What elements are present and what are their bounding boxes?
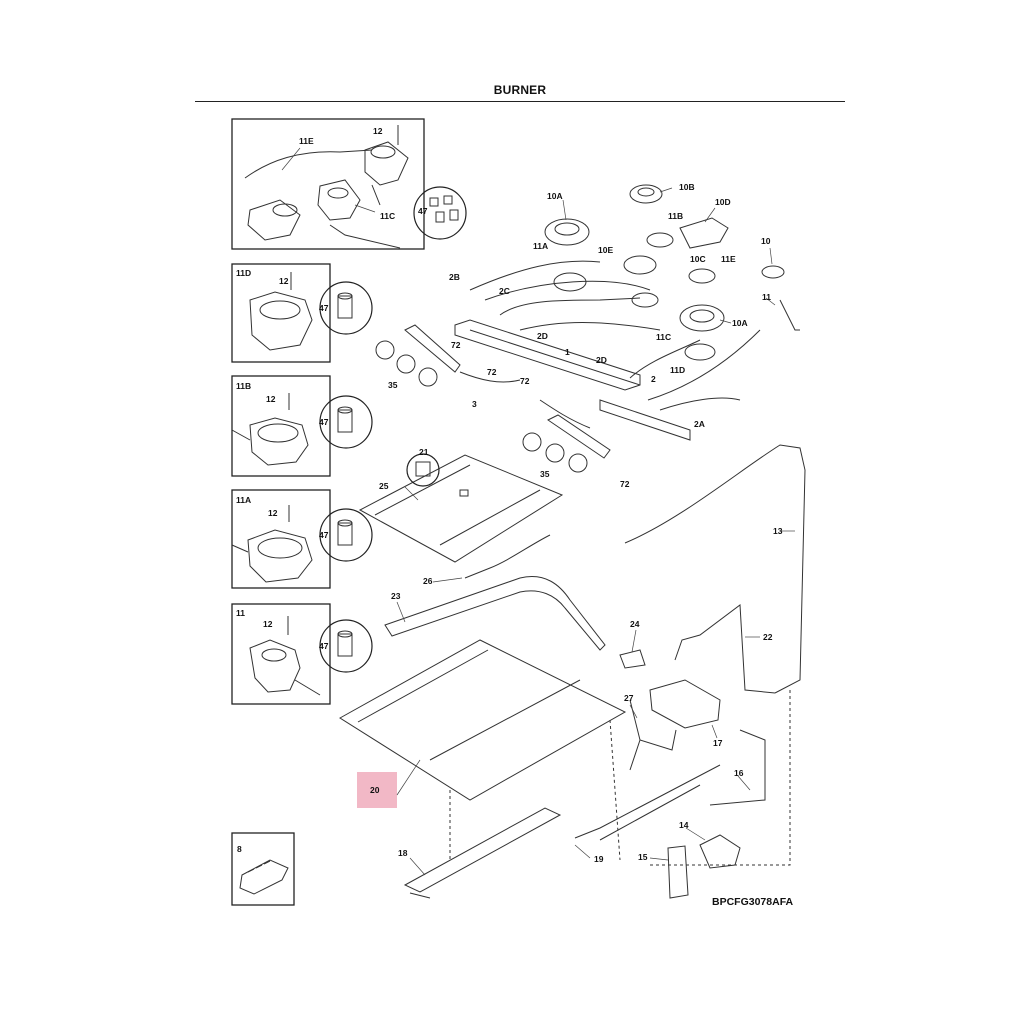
label-47: 47 bbox=[319, 303, 329, 313]
label-1: 1 bbox=[565, 347, 570, 357]
label-10: 10 bbox=[761, 236, 771, 246]
label-2a: 2A bbox=[694, 419, 705, 429]
label-11c-inset: 11C bbox=[380, 211, 395, 221]
inset-8 bbox=[231, 832, 295, 906]
label-11-inset: 11 bbox=[236, 608, 245, 618]
label-27: 27 bbox=[624, 693, 634, 703]
label-11d-inset: 11D bbox=[236, 268, 251, 278]
label-24: 24 bbox=[630, 619, 640, 629]
tube-23 bbox=[384, 576, 606, 651]
wire-19 bbox=[574, 764, 721, 841]
label-47: 47 bbox=[319, 530, 329, 540]
panel-25 bbox=[358, 453, 564, 563]
dashed-reference bbox=[449, 690, 791, 866]
label-72-a: 72 bbox=[451, 340, 461, 350]
label-47: 47 bbox=[319, 417, 329, 427]
label-22: 22 bbox=[763, 632, 773, 642]
label-47: 47 bbox=[418, 206, 428, 216]
inset-11d bbox=[231, 263, 373, 363]
label-17: 17 bbox=[713, 738, 723, 748]
inset-11 bbox=[231, 603, 373, 705]
label-72-b: 72 bbox=[487, 367, 497, 377]
title-rule bbox=[195, 101, 845, 102]
label-19: 19 bbox=[594, 854, 604, 864]
labels: 11E 12 47 11C 11D 12 47 11B 12 47 11A 12… bbox=[236, 126, 783, 864]
label-8: 8 bbox=[237, 844, 242, 854]
page-title: BURNER bbox=[493, 83, 547, 97]
label-15: 15 bbox=[638, 852, 648, 862]
label-2: 2 bbox=[651, 374, 656, 384]
inset-11a bbox=[231, 489, 373, 589]
label-3: 3 bbox=[472, 399, 477, 409]
panel-20 bbox=[339, 639, 627, 801]
label-14: 14 bbox=[679, 820, 689, 830]
label-2c: 2C bbox=[499, 286, 510, 296]
label-16: 16 bbox=[734, 768, 744, 778]
label-72-d: 72 bbox=[620, 479, 630, 489]
bracket-15 bbox=[667, 845, 689, 899]
label-20: 20 bbox=[370, 785, 380, 795]
label-26: 26 bbox=[423, 576, 433, 586]
harness-26 bbox=[464, 534, 551, 579]
label-72-c: 72 bbox=[520, 376, 530, 386]
label-12: 12 bbox=[268, 508, 278, 518]
label-11b: 11B bbox=[668, 211, 683, 221]
label-10d: 10D bbox=[715, 197, 731, 207]
bake-burner-18 bbox=[403, 807, 562, 899]
label-10b: 10B bbox=[679, 182, 695, 192]
label-18: 18 bbox=[398, 848, 408, 858]
valves-right bbox=[522, 399, 611, 473]
tube-13 bbox=[624, 444, 806, 694]
label-21: 21 bbox=[419, 447, 429, 457]
label-10c: 10C bbox=[690, 254, 706, 264]
label-11b-inset: 11B bbox=[236, 381, 251, 391]
label-11d: 11D bbox=[670, 365, 685, 375]
label-47: 47 bbox=[319, 641, 329, 651]
inset-11b bbox=[231, 375, 373, 477]
label-11c: 11C bbox=[656, 332, 671, 342]
label-12: 12 bbox=[266, 394, 276, 404]
label-12: 12 bbox=[263, 619, 273, 629]
label-11e: 11E bbox=[299, 136, 314, 146]
regulator-17 bbox=[649, 679, 721, 729]
burner-heads bbox=[544, 184, 785, 361]
tube-16 bbox=[709, 729, 766, 806]
label-11a-inset: 11A bbox=[236, 495, 251, 505]
label-23: 23 bbox=[391, 591, 401, 601]
label-12: 12 bbox=[373, 126, 383, 136]
leader-lines bbox=[281, 147, 795, 876]
label-35-a: 35 bbox=[388, 380, 398, 390]
inset-11e bbox=[231, 118, 467, 250]
label-11: 11 bbox=[762, 292, 771, 302]
label-2b: 2B bbox=[449, 272, 460, 282]
label-11a: 11A bbox=[533, 241, 548, 251]
label-2d: 2D bbox=[537, 331, 548, 341]
label-35-b: 35 bbox=[540, 469, 550, 479]
highlight-part-20 bbox=[357, 772, 397, 808]
diagram-code: BPCFG3078AFA bbox=[712, 896, 794, 908]
valve-14 bbox=[699, 834, 741, 869]
manifold-tubing bbox=[454, 260, 800, 441]
label-10a: 10A bbox=[547, 191, 563, 201]
label-10e: 10E bbox=[598, 245, 613, 255]
label-13: 13 bbox=[773, 526, 783, 536]
orifice-24 bbox=[619, 649, 646, 669]
tube-27 bbox=[629, 699, 677, 771]
label-2d-b: 2D bbox=[596, 355, 607, 365]
label-11e: 11E bbox=[721, 254, 736, 264]
tube-22 bbox=[674, 604, 776, 694]
label-25: 25 bbox=[379, 481, 389, 491]
valves-left bbox=[375, 324, 521, 387]
label-12: 12 bbox=[279, 276, 289, 286]
label-10a-b: 10A bbox=[732, 318, 748, 328]
